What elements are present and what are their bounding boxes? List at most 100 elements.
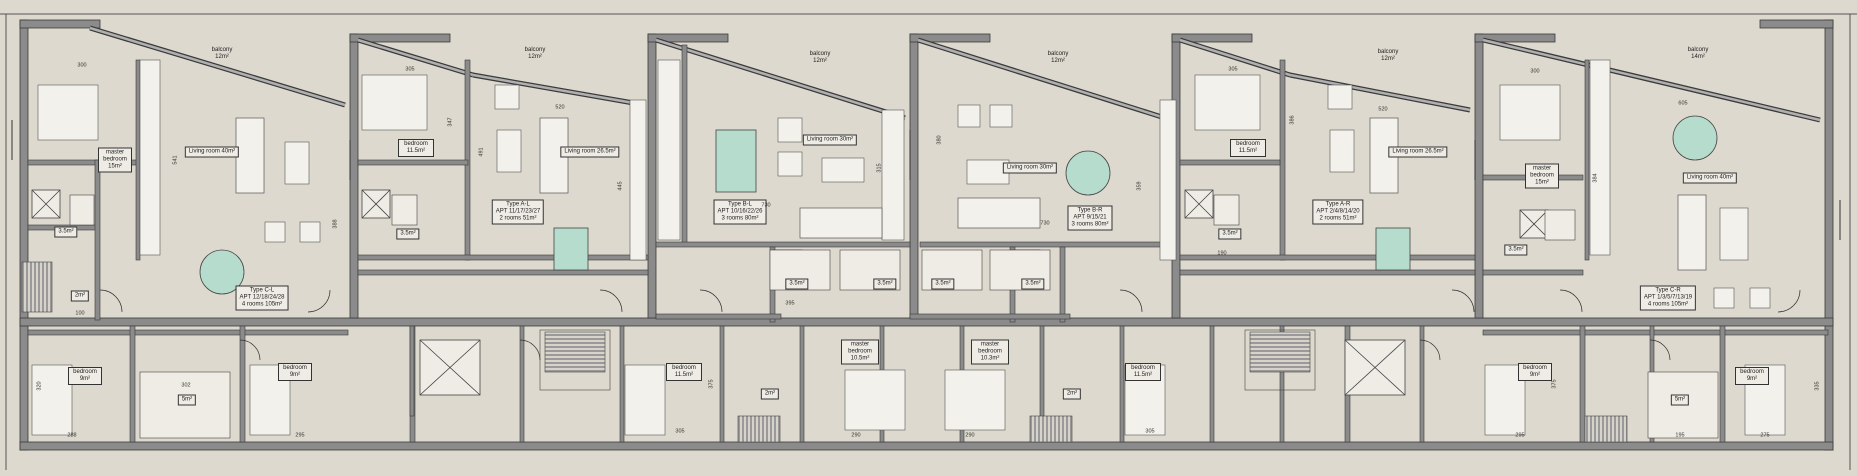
dimension: 359 xyxy=(1136,181,1143,191)
dimension: 305 xyxy=(405,66,415,73)
beds xyxy=(31,74,1786,436)
bedroom-label: bedroom 9m² xyxy=(1735,367,1769,385)
shower-label: 3.5m² xyxy=(931,278,955,290)
dimension: 275 xyxy=(1760,432,1770,439)
dimension: 520 xyxy=(555,104,565,111)
shower-label: 3.5m² xyxy=(1021,278,1045,290)
apt-numbers: APT 9/15/21 xyxy=(1073,214,1107,221)
living-room-label: Living room 30m² xyxy=(1002,162,1058,174)
bathrooms xyxy=(69,194,1719,439)
apartment-info-c-l: Type C-L APT 12/18/24/28 4 rooms 105m² xyxy=(235,285,289,311)
dimension: 384 xyxy=(1592,173,1599,183)
bedroom-label: bedroom 11.5m² xyxy=(398,139,434,157)
apt-type: Type A-R xyxy=(1325,201,1351,208)
balcony-label: balcony 12m² xyxy=(524,47,546,60)
apt-area: 2 rooms 51m² xyxy=(499,215,537,222)
apartment-info-a-l: Type A-L APT 11/17/23/27 2 rooms 51m² xyxy=(491,199,545,225)
dimension: 375 xyxy=(708,379,715,389)
dimension: 335 xyxy=(1814,381,1821,391)
rect-tables xyxy=(553,129,1411,271)
apt-numbers: APT 2/4/8/14/20 xyxy=(1316,208,1360,215)
dimension: 320 xyxy=(36,381,43,391)
dimension: 100 xyxy=(75,310,85,317)
balcony-label: balcony 12m² xyxy=(1377,49,1399,62)
apartment-info-c-r: Type C-R APT 1/3/5/7/13/19 4 rooms 105m² xyxy=(1639,285,1697,311)
dimension: 300 xyxy=(77,62,87,69)
apt-type: Type B-L xyxy=(727,201,752,208)
master-bedroom-label: master bedroom 10.3m² xyxy=(971,339,1009,365)
dimension: 395 xyxy=(785,300,795,307)
dimension: 605 xyxy=(1678,100,1688,107)
apt-area: 2 rooms 51m² xyxy=(1319,215,1357,222)
shower-label: 3.5m² xyxy=(785,278,809,290)
dimension: 730 xyxy=(1040,220,1050,227)
apt-numbers: APT 10/16/22/26 xyxy=(717,208,763,215)
stairs xyxy=(21,261,1628,443)
balcony-label: balcony 12m² xyxy=(211,47,233,60)
shower-label: 3.5m² xyxy=(54,226,78,238)
apt-type: Type A-L xyxy=(506,201,530,208)
living-room-label: Living room 40m² xyxy=(184,146,240,158)
dimension: 541 xyxy=(172,155,179,165)
apt-type: Type C-R xyxy=(1655,287,1681,294)
dimension: 190 xyxy=(1217,250,1227,257)
apt-type: Type C-L xyxy=(249,287,275,294)
bath-label: 5m² xyxy=(177,394,197,406)
sheet-border xyxy=(0,13,1857,470)
dimension: 347 xyxy=(447,117,454,127)
wc-label: 2m² xyxy=(70,290,90,302)
slanted-facade-inner xyxy=(89,26,1821,122)
shower-label: 3.5m² xyxy=(1504,244,1528,256)
apt-numbers: APT 11/17/23/27 xyxy=(495,208,541,215)
windows xyxy=(11,120,1841,240)
apt-area: 4 rooms 105m² xyxy=(241,301,283,308)
dimension: 300 xyxy=(1530,68,1540,75)
dimension: 195 xyxy=(1675,432,1685,439)
balcony-label: balcony 12m² xyxy=(1047,51,1069,64)
apt-type: Type B-R xyxy=(1077,207,1103,214)
bedroom-label: bedroom 11.5m² xyxy=(1230,139,1266,157)
living-room-label: Living room 40m² xyxy=(1682,172,1738,184)
apt-area: 3 rooms 80m² xyxy=(721,215,759,222)
shower-label: 3.5m² xyxy=(873,278,897,290)
living-room-label: Living room 26.5m² xyxy=(560,146,620,158)
kitchen-counters xyxy=(139,59,1611,261)
dimension: 295 xyxy=(1515,432,1525,439)
apt-numbers: APT 1/3/5/7/13/19 xyxy=(1643,294,1693,301)
apartment-info-b-l: Type B-L APT 10/16/22/26 3 rooms 80m² xyxy=(713,199,767,225)
dimension: 386 xyxy=(1289,115,1296,125)
dimension: 491 xyxy=(478,147,485,157)
bedroom-label: bedroom 9m² xyxy=(1518,363,1552,381)
sofas xyxy=(235,117,1707,271)
wc-label: 2m² xyxy=(760,388,780,400)
dimension: 295 xyxy=(295,432,305,439)
dimension: 302 xyxy=(181,382,191,389)
doors xyxy=(99,289,1801,361)
dimension: 520 xyxy=(1378,106,1388,113)
bath-label: 5m² xyxy=(1670,394,1690,406)
dimension: 305 xyxy=(675,428,685,435)
master-bedroom-label: master bedroom 15m² xyxy=(1525,163,1559,189)
dimension: 315 xyxy=(876,163,883,173)
dimension: 290 xyxy=(851,432,861,439)
master-bedroom-label: master bedroom 15m² xyxy=(98,147,132,173)
dimension: 305 xyxy=(1145,428,1155,435)
round-tables xyxy=(199,115,1718,295)
dimension: 288 xyxy=(67,432,77,439)
bedroom-label: bedroom 9m² xyxy=(68,367,102,385)
interior-walls xyxy=(27,44,1829,443)
apt-area: 4 rooms 105m² xyxy=(1647,301,1689,308)
apartment-info-a-r: Type A-R APT 2/4/8/14/20 2 rooms 51m² xyxy=(1312,199,1364,225)
living-room-label: Living room 26.5m² xyxy=(1388,146,1448,158)
dimension: 305 xyxy=(1228,66,1238,73)
apartment-info-b-r: Type B-R APT 9/15/21 3 rooms 80m² xyxy=(1067,205,1113,231)
apt-numbers: APT 12/18/24/28 xyxy=(239,294,285,301)
coffee-tables xyxy=(284,129,1749,261)
dimension: 730 xyxy=(761,202,771,209)
dimension: 375 xyxy=(1551,379,1558,389)
dimension: 445 xyxy=(617,181,624,191)
balcony-label: balcony 14m² xyxy=(1687,47,1709,60)
dimension: 388 xyxy=(332,219,339,229)
wc-label: 2m² xyxy=(1062,388,1082,400)
